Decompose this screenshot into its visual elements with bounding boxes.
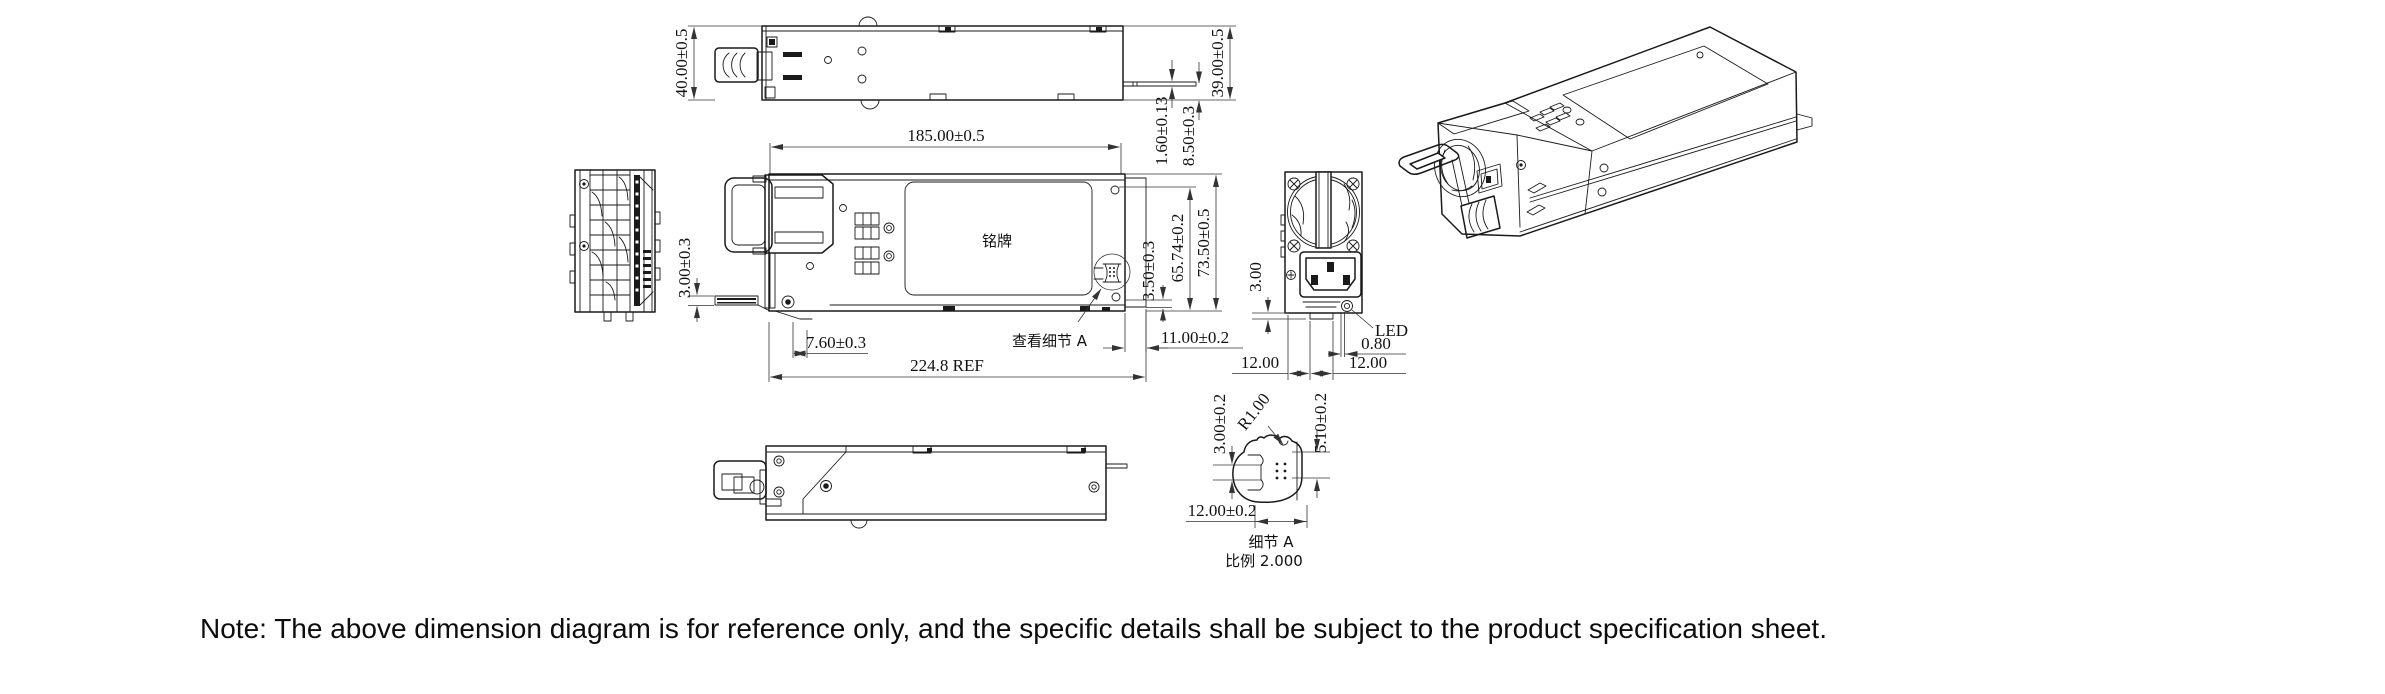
dim-label-latch-offset: 7.60±0.3 [806,333,866,352]
dim-label-slot-height: 5.10±0.2 [1311,393,1330,453]
detail-title: 细节 A [1248,533,1294,551]
top-view-dimensions: 40.00±0.5 39.00±0.5 1.60±0.13 8.50±0.3 1… [672,25,1236,174]
front-view: 铭牌 [714,173,1147,320]
dim-label-side-foot: 3.00 [1246,262,1265,292]
front-view-dimensions: 3.00±0.3 7.60±0.3 224.8 REF 11.00±0.2 3.… [675,173,1243,382]
led-label: LED [1375,321,1408,340]
side-view-dimensions: 3.00 LED 0.80 12.00 12.00 [1232,262,1408,380]
dim-label-bottom-step: 3.50±0.3 [1139,241,1158,301]
dim-label-overall-length: 224.8 REF [910,356,984,375]
dim-label-corner-radius: R1.00 [1234,390,1274,434]
dim-label-rear-overhang: 11.00±0.2 [1161,328,1229,347]
top-view [714,16,1197,110]
dim-label-tab-offset: 8.50±0.3 [1179,106,1198,166]
rear-grille-view [569,169,661,322]
dim-label-notch-height: 3.00±0.2 [1210,394,1229,454]
dim-label-foot-left: 12.00 [1241,353,1279,372]
dim-label-led-offset: 0.80 [1361,334,1391,353]
dim-label-body-height: 65.74±0.2 [1168,214,1187,283]
dim-label-rear-width: 39.00±0.5 [1208,29,1227,98]
note-text: Note: The above dimension diagram is for… [200,613,1827,644]
detail-callout-label: 查看细节 A [1012,332,1088,350]
dim-label-detail-width: 12.00±0.2 [1188,501,1257,520]
detail-scale-label: 比例 2.000 [1225,552,1303,570]
dim-label-body-length: 185.00±0.5 [907,126,984,145]
nameplate-label: 铭牌 [982,232,1012,250]
dim-label-foot-right: 12.00 [1349,353,1387,372]
isometric-view [1398,26,1813,239]
dim-label-front-width: 40.00±0.5 [672,29,691,98]
side-fan-view [1280,171,1363,320]
dim-label-overall-height: 73.50±0.5 [1194,209,1213,278]
bottom-view [713,445,1128,529]
dim-label-foot-height: 3.00±0.3 [675,238,694,298]
dim-label-tab-thickness: 1.60±0.13 [1152,97,1171,166]
